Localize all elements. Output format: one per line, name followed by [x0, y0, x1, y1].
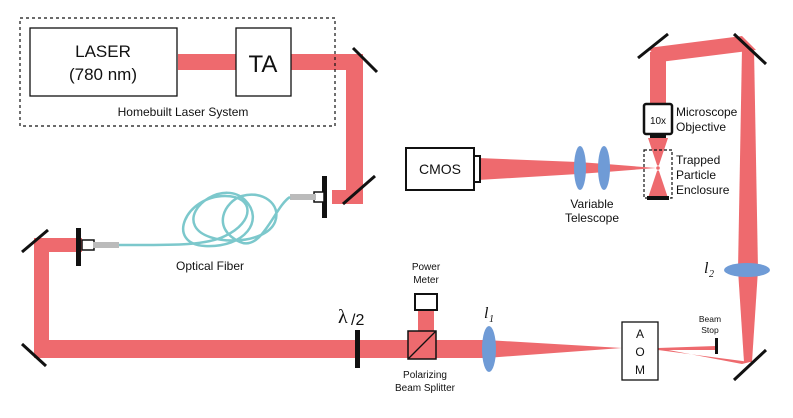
beam-l1-focus	[486, 340, 622, 358]
beam-stop-label-line1: Beam	[699, 314, 721, 324]
power-meter: Power Meter	[412, 262, 441, 311]
laser-box	[29, 27, 178, 97]
beam-stop-element	[715, 338, 718, 354]
fiber-coupler-left	[81, 239, 95, 251]
power-meter-label-line1: Power	[412, 262, 441, 273]
laser-system-label: Homebuilt Laser System	[118, 105, 249, 119]
mirror-fiber-output	[21, 228, 49, 254]
beam-aom-first-order	[658, 348, 750, 364]
aom-letter-m: M	[635, 363, 645, 377]
beam-aom-zeroth-order	[658, 346, 716, 350]
laser-label: LASER	[75, 42, 131, 61]
beam-fiber-out	[40, 238, 82, 252]
aom-letter-o: O	[635, 345, 644, 359]
trapped-particle-enclosure: Trapped Particle Enclosure	[643, 149, 730, 200]
cmos-mount	[473, 155, 481, 183]
laser-system: LASER (780 nm) TA Homebuilt Laser System	[19, 17, 336, 127]
beam-top-horizontal	[648, 36, 756, 62]
beam-focus-upper	[648, 138, 668, 168]
lens-l1-element	[482, 326, 496, 372]
enclosure-base	[647, 196, 669, 200]
aom-box	[621, 321, 659, 381]
objective-magnification: 10x	[650, 116, 666, 127]
ta-label: TA	[249, 51, 278, 78]
beam-stop-label-line2: Stop	[701, 325, 719, 335]
fiber-cable	[118, 191, 291, 248]
waveplate-lambda: λ	[338, 306, 348, 328]
enclosure-label-line1: Trapped	[676, 153, 720, 167]
mirror-fiber-input	[342, 174, 376, 206]
beam-telescope-to-cmos	[478, 158, 656, 180]
cmos-label: CMOS	[419, 161, 461, 177]
pbs-label-line1: Polarizing	[403, 370, 447, 381]
lens-l1: l 1	[482, 305, 496, 372]
lens-l2: l 2	[704, 260, 770, 280]
fiber-ferrule-right	[290, 194, 316, 200]
fiber-coupler-mount-left	[76, 228, 81, 266]
lens-l1-label: l	[484, 305, 489, 322]
objective-tip	[650, 134, 666, 138]
trapped-particle	[655, 165, 661, 171]
beam-down-to-fiber-mirror	[346, 54, 363, 204]
lens-l2-label: l	[704, 260, 709, 277]
laser-beam-paths	[34, 36, 758, 364]
half-wave-plate: λ /2	[338, 306, 364, 368]
objective-label-line1: Microscope	[676, 105, 738, 119]
mirror-top-right	[732, 32, 768, 66]
cmos-camera: CMOS	[405, 147, 481, 191]
power-meter-head	[414, 293, 438, 311]
beam-bottom-horizontal	[34, 340, 488, 358]
microscope-objective: 10x Microscope Objective	[642, 102, 738, 138]
telescope-label-line1: Variable	[570, 197, 613, 211]
lens-l2-subscript: 2	[709, 269, 714, 280]
enclosure-label-line2: Particle	[676, 168, 716, 182]
telescope-label-line2: Telescope	[565, 211, 619, 225]
beam-laser-to-ta	[178, 54, 236, 70]
aom: A O M	[621, 321, 659, 381]
aom-letter-a: A	[636, 327, 644, 341]
fiber-ferrule-left	[93, 242, 119, 248]
mirrors	[20, 32, 768, 382]
ta-box	[235, 27, 292, 97]
mirror-bottom-left	[20, 342, 48, 368]
lens-l2-element	[724, 263, 770, 277]
beam-left-vertical	[34, 238, 49, 358]
waveplate-element	[355, 330, 360, 368]
telescope-lens-2	[598, 146, 610, 190]
mirror-top-left	[351, 46, 379, 74]
beam-to-objective	[650, 52, 666, 104]
variable-telescope: Variable Telescope	[565, 146, 619, 225]
polarizing-beam-splitter: Polarizing Beam Splitter	[395, 330, 456, 394]
power-meter-label-line2: Meter	[413, 275, 439, 286]
fiber-label: Optical Fiber	[176, 259, 244, 273]
beam-stop: Beam Stop	[699, 314, 721, 354]
optical-fiber-assembly: Optical Fiber	[76, 176, 327, 273]
mirror-objective-input	[637, 32, 669, 60]
beam-focus-lower	[648, 168, 668, 198]
waveplate-divisor: /2	[351, 312, 364, 329]
pbs-diagonal	[407, 330, 437, 360]
beam-ta-to-mirror	[291, 54, 363, 70]
lens-l1-subscript: 1	[489, 314, 494, 325]
mirror-bottom-right	[732, 348, 768, 382]
pbs-label-line2: Beam Splitter	[395, 383, 456, 394]
objective-label-line2: Objective	[676, 120, 726, 134]
laser-wavelength: (780 nm)	[69, 65, 137, 84]
laser-system-enclosure	[19, 17, 336, 127]
enclosure-label-line3: Enclosure	[676, 183, 730, 197]
telescope-lens-1	[574, 146, 586, 190]
beam-right-vertical	[738, 48, 758, 362]
